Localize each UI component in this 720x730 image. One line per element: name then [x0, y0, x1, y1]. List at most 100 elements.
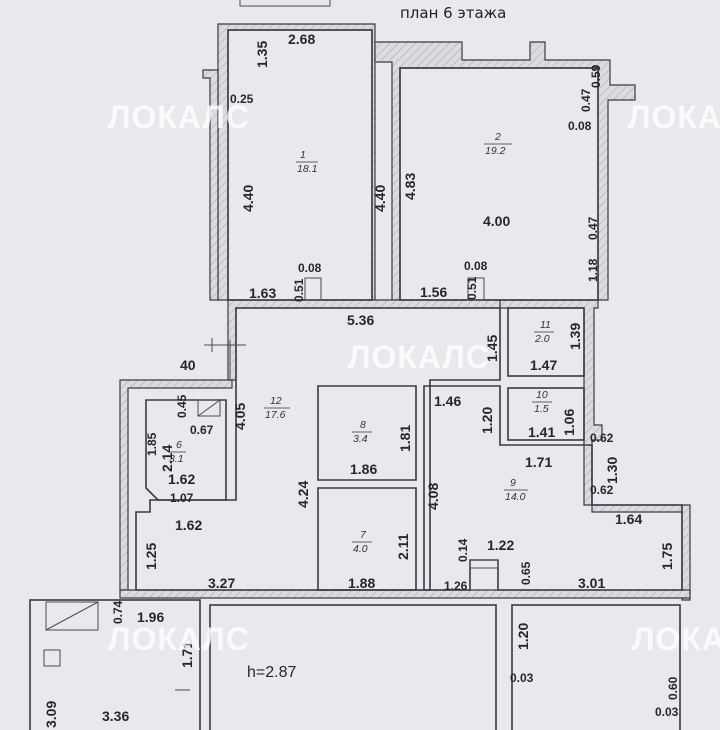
- room-outlines: [29, 29, 683, 730]
- height-label: h=2.87: [247, 664, 296, 681]
- room-9-number: 9: [510, 477, 516, 489]
- room-1-number: 1: [300, 149, 306, 161]
- room-8-number: 8: [360, 419, 366, 431]
- dim: 1.63: [249, 285, 276, 301]
- dim: 0.47: [579, 88, 593, 112]
- room-2-number: 2: [494, 131, 501, 143]
- dim: 1.22: [487, 537, 514, 553]
- watermark-text: ЛОКАЛС: [348, 339, 490, 375]
- dim: 1.64: [615, 511, 642, 527]
- dim: 40: [180, 357, 196, 373]
- room-9-area: 14.0: [505, 491, 526, 503]
- dim: 0.08: [568, 119, 592, 133]
- dim: 1.96: [137, 609, 164, 625]
- dim: 1.46: [434, 393, 461, 409]
- dim: 4.00: [483, 213, 510, 229]
- dim: 4.40: [240, 185, 256, 212]
- room-8: [317, 385, 417, 481]
- dim: 2.68: [288, 31, 315, 47]
- room-11-area: 2.0: [534, 333, 550, 345]
- room-1: [227, 29, 373, 301]
- room-6-number: 6: [176, 439, 182, 451]
- dim: 1.62: [168, 471, 195, 487]
- room-10: [507, 387, 585, 441]
- room-10-area: 1.5: [534, 403, 549, 415]
- dim: 2.11: [395, 533, 411, 560]
- dim: 3.27: [208, 575, 235, 591]
- room-12-area: 17.6: [265, 409, 286, 421]
- bottom-right-room: [511, 604, 681, 730]
- room-2: [399, 67, 599, 301]
- dim: 1.75: [659, 543, 675, 570]
- room-6-area: 3.1: [169, 453, 184, 465]
- watermark-text: ЛОКАЛС: [632, 621, 720, 657]
- dim: 0.62: [590, 431, 614, 445]
- room-10-number: 10: [536, 389, 548, 401]
- dim: 1.30: [604, 457, 620, 484]
- dim: 0.65: [519, 561, 533, 585]
- dim: 1.85: [145, 432, 159, 456]
- dim: 0.14: [456, 538, 470, 562]
- dim: 1.47: [530, 357, 557, 373]
- dim: 1.41: [528, 424, 555, 440]
- dim: 4.83: [402, 173, 418, 200]
- watermarks: ЛОКАЛС ЛОКАЛС ЛОКАЛС ЛОКАЛС ЛОКАЛС: [108, 99, 720, 657]
- watermark-text: ЛОКАЛС: [108, 99, 250, 135]
- dim: 1.71: [179, 641, 195, 668]
- dim: 1.35: [254, 41, 270, 68]
- dim: 1.20: [515, 623, 531, 650]
- dim: 0.62: [590, 483, 614, 497]
- room-12-number: 12: [270, 395, 282, 407]
- dim: 0.03: [655, 705, 679, 719]
- dim: 1.39: [567, 323, 583, 350]
- dim: 0.08: [464, 259, 488, 273]
- room-8-area: 3.4: [353, 433, 368, 445]
- room-9: [423, 385, 683, 591]
- dim: 1.81: [397, 425, 413, 452]
- dim: 0.03: [510, 671, 534, 685]
- dim: 1.71: [525, 454, 552, 470]
- dim: 0.08: [298, 261, 322, 275]
- dim: 0.67: [190, 423, 214, 437]
- plan-title: план 6 этажа: [400, 4, 506, 22]
- dim: 3.01: [578, 575, 605, 591]
- dim: 3.09: [43, 701, 59, 728]
- room-7-area: 4.0: [353, 543, 368, 555]
- dim: 0.25: [230, 92, 254, 106]
- shaft: [197, 399, 221, 417]
- dim: 4.24: [295, 481, 311, 508]
- dim: 3.36: [102, 708, 129, 724]
- dim: 1.06: [561, 409, 577, 436]
- room-labels: 1 18.1 2 19.2 6 3.1 7 4.0 8 3.4 9 14.0 1…: [168, 131, 554, 555]
- room-11: [507, 307, 585, 377]
- bottom-left-room: [29, 599, 201, 730]
- dim: 1.25: [143, 543, 159, 570]
- room-2-area: 19.2: [485, 145, 506, 157]
- dim: 1.62: [175, 517, 202, 533]
- dim: 4.05: [232, 403, 248, 430]
- room-7: [317, 487, 417, 591]
- dim: 0.47: [586, 216, 600, 240]
- room-1-area: 18.1: [297, 163, 317, 175]
- dim: 0.45: [175, 394, 189, 418]
- dim: 0.59: [589, 64, 603, 88]
- dim: 5.36: [347, 312, 374, 328]
- room-7-number: 7: [360, 529, 367, 541]
- watermark-text: ЛОКАЛС: [108, 621, 250, 657]
- bottom-center-room: [209, 604, 497, 730]
- dim: 4.08: [425, 483, 441, 510]
- dim: 1.18: [586, 258, 600, 282]
- dim: 0.74: [111, 600, 125, 624]
- dim: 1.88: [348, 575, 375, 591]
- dim: 0.51: [292, 278, 306, 302]
- dimension-labels: 2.68 1.35 0.25 4.40 4.40 0.08 0.51 1.63 …: [43, 31, 680, 728]
- room-11-number: 11: [540, 319, 551, 331]
- dim: 1.07: [170, 491, 194, 505]
- dim: 2.14: [159, 445, 175, 472]
- dim: 1.26: [444, 579, 468, 593]
- title-frame: [239, 0, 331, 7]
- dim: 0.60: [666, 676, 680, 700]
- shaft-bottom: [45, 601, 99, 631]
- dim: 1.45: [484, 335, 500, 362]
- dim: 4.40: [372, 185, 388, 212]
